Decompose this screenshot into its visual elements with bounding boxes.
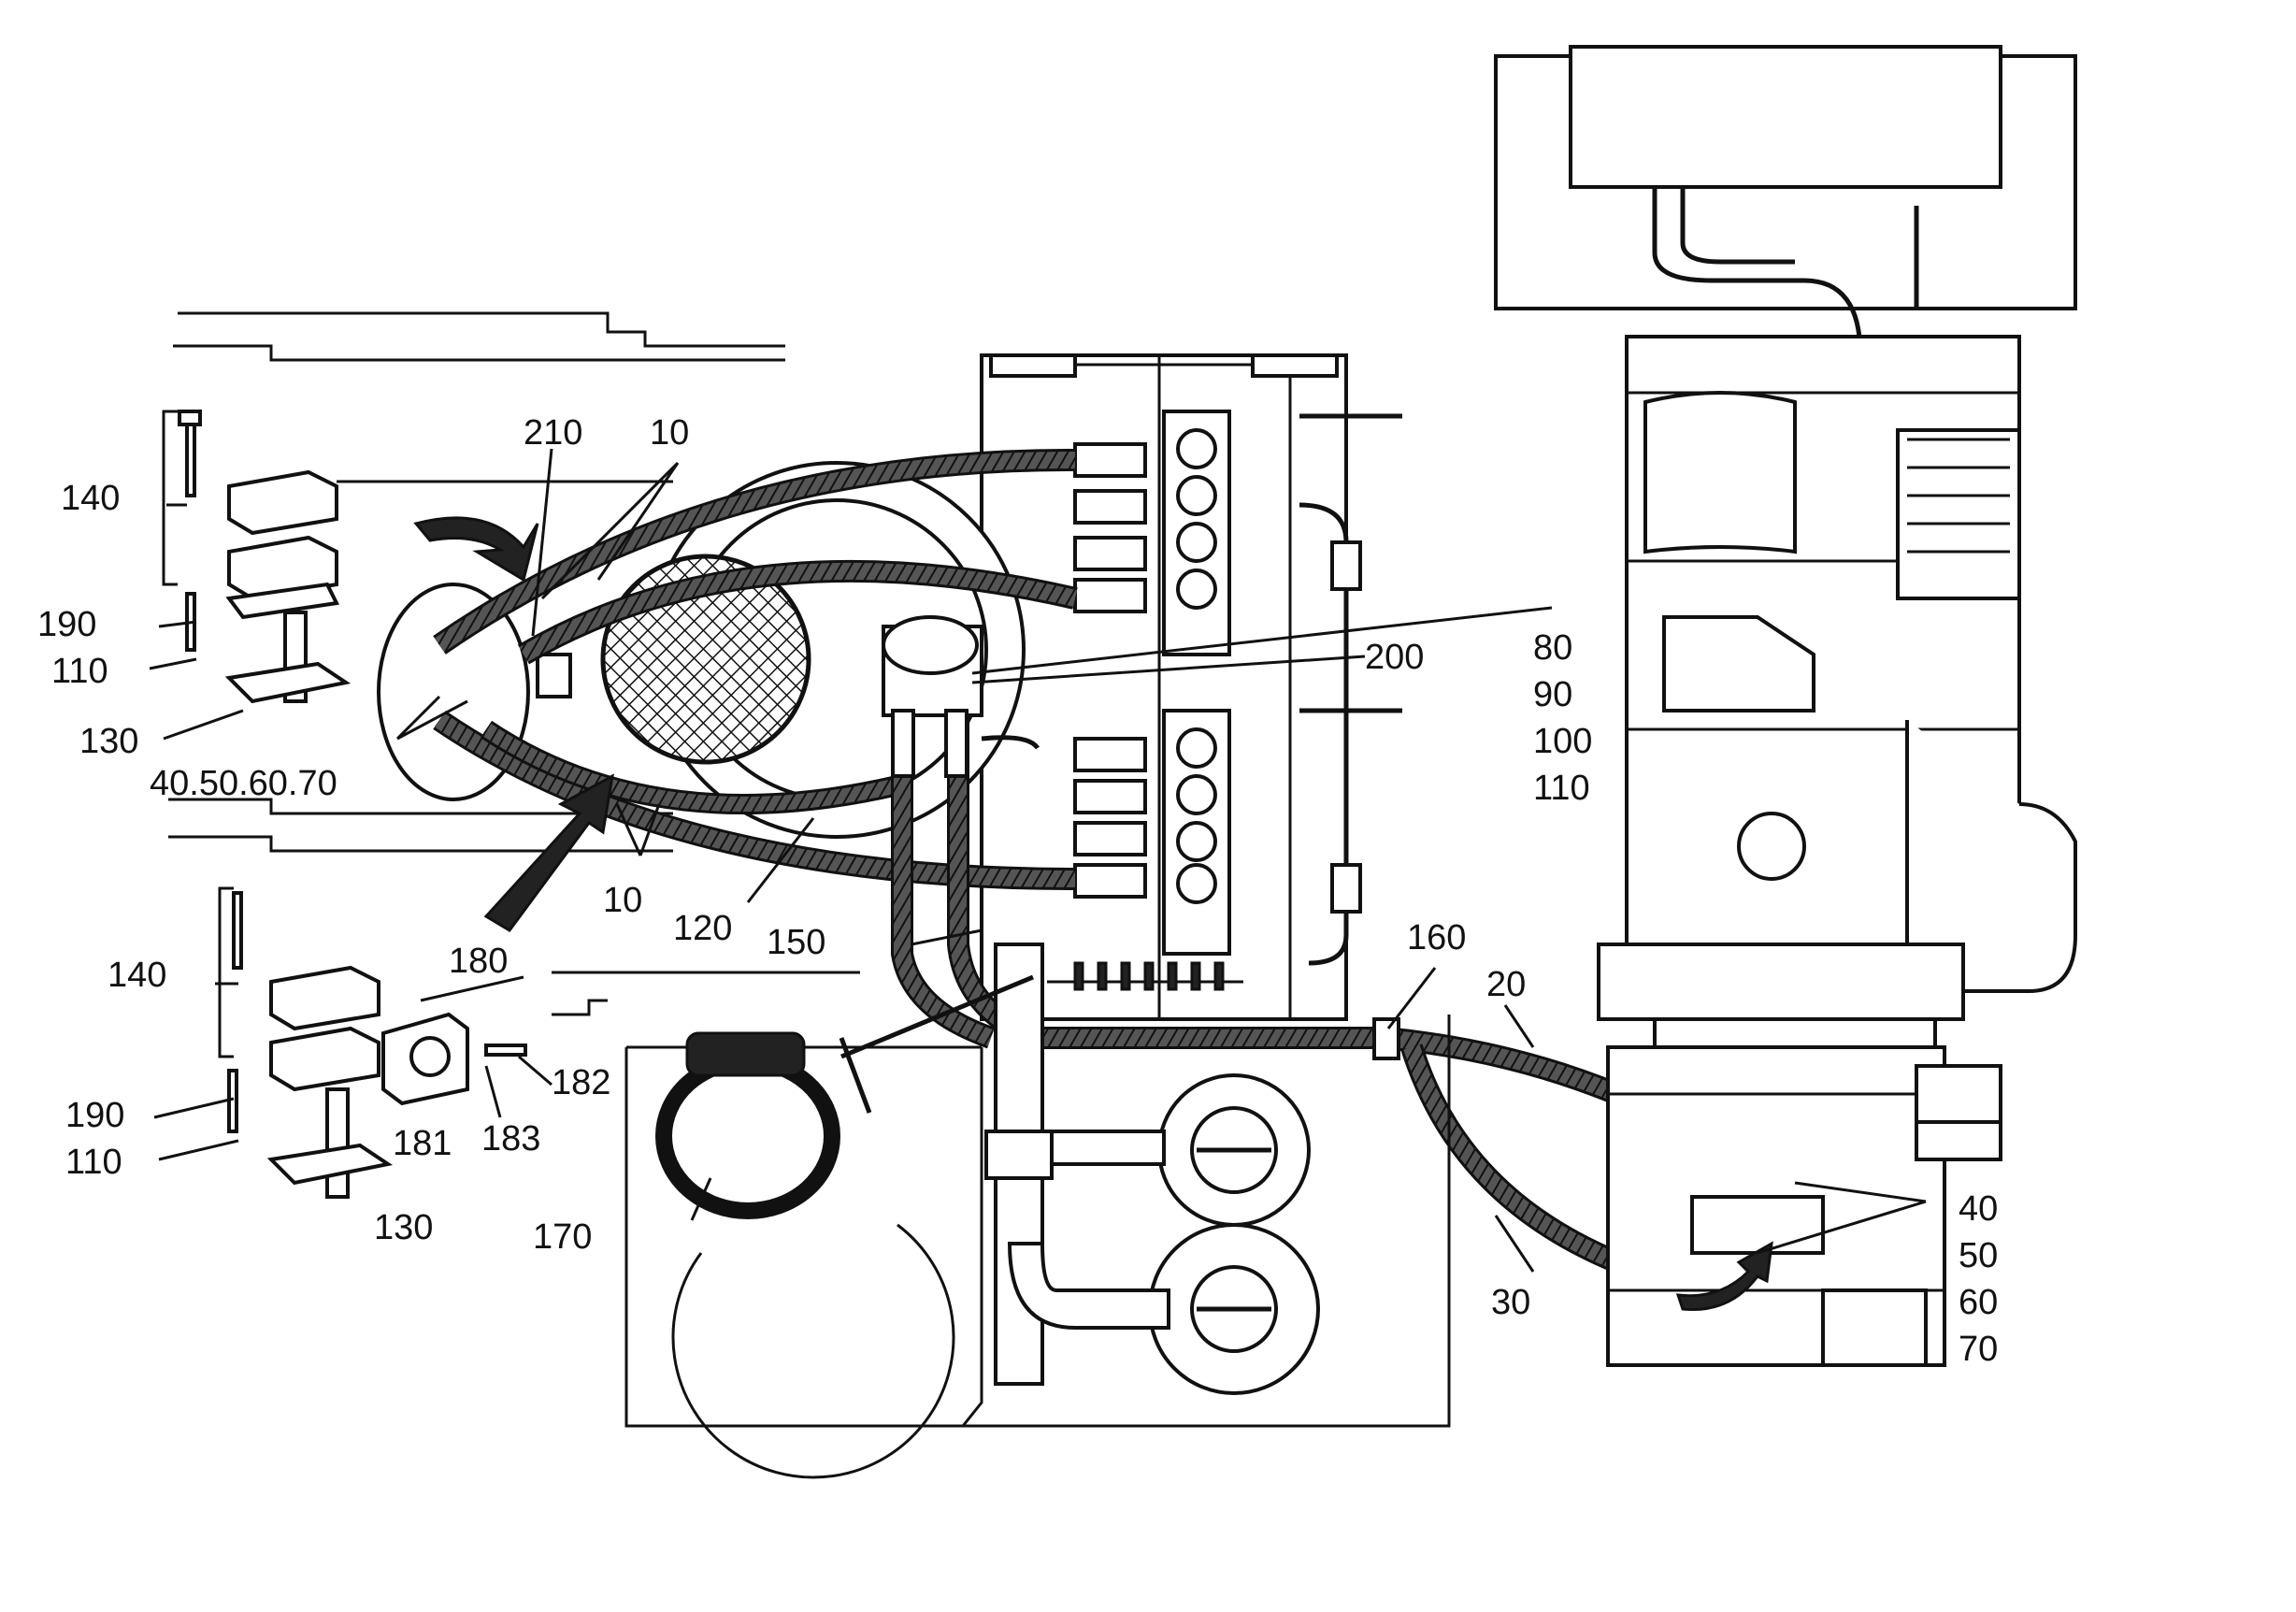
label-210: 210 — [524, 413, 582, 453]
valve-manifold — [980, 353, 1402, 1021]
label-40-70-left: 40.50.60.70 — [150, 764, 337, 803]
bracket-lower — [218, 886, 527, 1199]
label-60: 60 — [1959, 1283, 1998, 1322]
label-70: 70 — [1959, 1330, 1998, 1369]
label-181: 181 — [393, 1124, 452, 1163]
label-140-bottom: 140 — [108, 956, 166, 995]
label-130-top: 130 — [79, 722, 138, 761]
housing-outline-left — [168, 311, 860, 1016]
label-110-top: 110 — [51, 652, 108, 691]
bracket-upper — [162, 410, 352, 704]
label-120: 120 — [673, 909, 732, 948]
label-110-right: 110 — [1533, 769, 1590, 808]
label-200: 200 — [1365, 638, 1424, 677]
label-182: 182 — [552, 1063, 610, 1102]
label-190-top: 190 — [37, 605, 96, 644]
label-150: 150 — [767, 923, 825, 962]
label-50: 50 — [1959, 1236, 1998, 1275]
label-80: 80 — [1533, 628, 1572, 668]
label-180: 180 — [449, 942, 508, 981]
label-90: 90 — [1533, 675, 1572, 714]
leader-lines — [149, 448, 1927, 1273]
label-10-top: 10 — [650, 413, 689, 453]
engine-block — [1494, 45, 2077, 1367]
label-10-bottom: 10 — [603, 881, 642, 920]
label-190-bottom: 190 — [65, 1096, 124, 1135]
part-labels: 210 10 140 190 110 130 40.50.60.70 10 12… — [37, 413, 1998, 1369]
label-30: 30 — [1491, 1283, 1530, 1322]
label-110-bottom: 110 — [65, 1143, 122, 1182]
label-183: 183 — [481, 1119, 540, 1159]
hose-clamp-170 — [655, 974, 1034, 1219]
label-20: 20 — [1486, 965, 1526, 1004]
direction-arrows — [413, 516, 1773, 1312]
connector-pins — [1073, 961, 1225, 991]
label-130-bottom: 130 — [374, 1208, 433, 1247]
label-100: 100 — [1533, 722, 1592, 761]
label-170: 170 — [533, 1217, 592, 1257]
label-140-top: 140 — [61, 479, 120, 518]
label-40: 40 — [1959, 1189, 1998, 1229]
label-160: 160 — [1407, 918, 1466, 957]
lower-plate — [624, 943, 1451, 1479]
junction-block — [882, 615, 1040, 778]
